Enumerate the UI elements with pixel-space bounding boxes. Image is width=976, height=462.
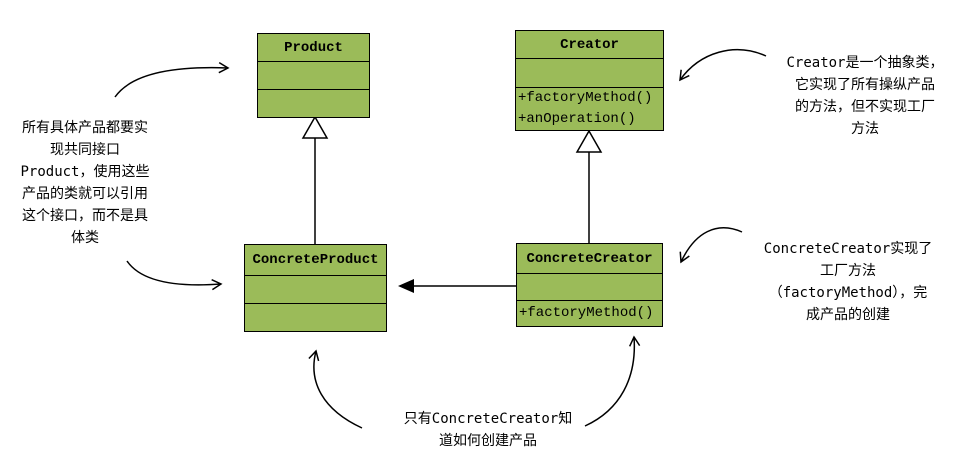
note-line: 工厂方法 [820,263,876,279]
creator-attributes-compartment [516,59,663,88]
note-line: 这个接口，而不是具 [22,208,148,224]
creator-abstract-note: Creator是一个抽象类， 它实现了所有操纵产品 的方法，但不实现工厂 方法 [770,52,960,140]
concrete-product-methods-compartment [245,304,386,331]
concrete-creator-method-factory: +factoryMethod() [519,305,654,321]
product-class-name: Product [258,34,369,62]
note-line: 只有ConcreteCreator知 [403,411,573,427]
association-arrowhead [398,279,414,293]
note-line: 成产品的创建 [806,307,890,323]
concrete-creator-methods-compartment: +factoryMethod() [517,301,662,325]
note-line: 所有具体产品都要实 [22,120,148,136]
inheritance-triangle-product [301,115,329,139]
note-line: Creator是一个抽象类， [786,55,944,71]
creator-method-factory: +factoryMethod() [518,90,653,106]
note-line: 现共同接口 [50,142,120,158]
annotation-curve-bottom-right [584,335,641,427]
note-line: （factoryMethod），完 [768,285,928,301]
inheritance-triangle-creator [575,129,603,153]
note-line: 体类 [71,230,99,246]
concrete-product-attributes-compartment [245,276,386,304]
concrete-creator-attributes-compartment [517,274,662,301]
annotation-curve-bottom-left [308,349,363,429]
concrete-product-class-name: ConcreteProduct [245,245,386,276]
note-line: 方法 [851,121,879,137]
note-line: 道如何创建产品 [439,433,537,449]
concrete-product-class: ConcreteProduct [244,244,387,332]
creator-methods-compartment: +factoryMethod() +anOperation() [516,88,663,130]
note-line: Product，使用这些 [20,164,150,180]
annotation-curve-product-bottom [126,260,223,291]
note-line: 的方法，但不实现工厂 [795,99,935,115]
creator-method-an-operation: +anOperation() [518,111,636,127]
annotation-curve-product-top [114,62,230,98]
bottom-note: 只有ConcreteCreator知 道如何创建产品 [388,408,588,452]
note-line: 产品的类就可以引用 [22,186,148,202]
product-methods-compartment [258,90,369,116]
product-interface-note: 所有具体产品都要实 现共同接口 Product，使用这些 产品的类就可以引用 这… [10,117,160,249]
concrete-creator-class-name: ConcreteCreator [517,244,662,274]
annotation-curve-creator [679,49,767,82]
concrete-creator-class: ConcreteCreator +factoryMethod() [516,243,663,327]
creator-class: Creator +factoryMethod() +anOperation() [515,30,664,131]
annotation-curve-concrete-creator [679,227,743,264]
creator-class-name: Creator [516,31,663,59]
concrete-creator-note: ConcreteCreator实现了 工厂方法 （factoryMethod），… [748,238,948,326]
note-line: ConcreteCreator实现了 [763,241,933,257]
product-class: Product [257,33,370,118]
product-attributes-compartment [258,62,369,90]
note-line: 它实现了所有操纵产品 [795,77,935,93]
